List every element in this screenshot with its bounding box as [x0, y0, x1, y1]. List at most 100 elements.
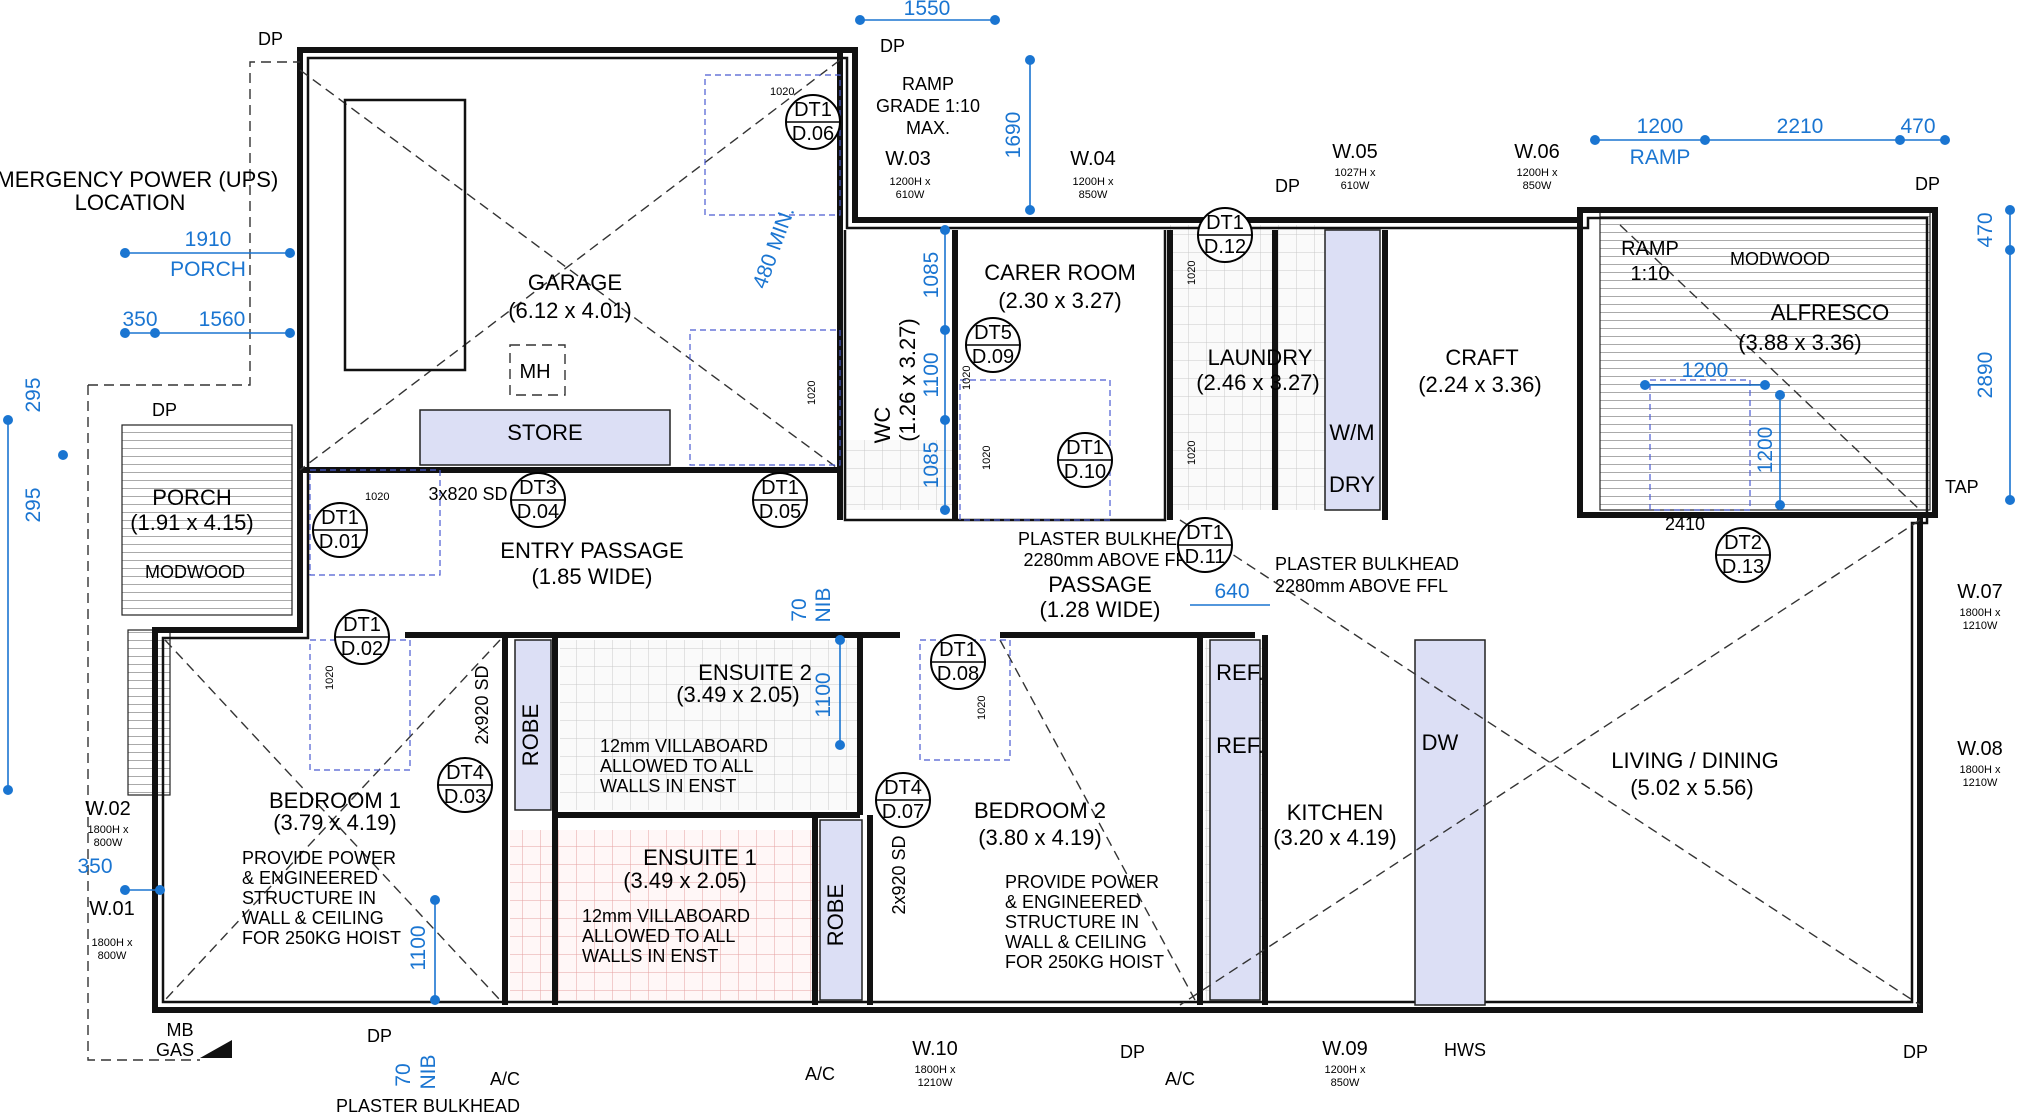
door-swing-d05 [689, 329, 841, 466]
alfresco-diagonal [1619, 224, 1921, 511]
door-width-6: 1020 [1186, 441, 1198, 465]
entry-size: (1.85 WIDE) [531, 564, 652, 589]
tap-label: TAP [1945, 477, 1979, 497]
bulkhead1-line-2: 2280mm ABOVE FFL [1023, 550, 1196, 570]
alfresco-size: (3.88 x 3.36) [1738, 330, 1862, 355]
door-width-2: 1020 [1186, 261, 1198, 285]
door-tag-d03-code: DT4 [446, 762, 484, 784]
bed1-diagonal [164, 639, 501, 1001]
door-tag-d05-code: DT1 [761, 477, 799, 499]
door-swing-d02 [309, 639, 411, 771]
window-w02: W.02 1800H x 800W [85, 798, 131, 849]
robe1-label: ROBE [518, 704, 543, 766]
mb-label: MB [167, 1020, 194, 1040]
porch-size: (1.91 x 4.15) [130, 510, 254, 535]
window-w05: W.05 1027H x 610W [1332, 141, 1378, 192]
window-w08-spec-1: 1800H x [1960, 764, 2001, 776]
carer-name: CARER ROOM [984, 260, 1136, 285]
window-w10: W.10 1800H x 1210W [912, 1038, 958, 1089]
door-tag-d10: DT1 D.10 [1057, 432, 1113, 488]
window-w09-spec-1: 1200H x [1325, 1064, 1366, 1076]
ensuite2-note-2: ALLOWED TO ALL [600, 756, 753, 776]
window-w06-spec-1: 1200H x [1517, 167, 1558, 179]
ref-label-2: REF. [1216, 733, 1264, 758]
window-w05-id: W.05 [1332, 141, 1378, 163]
door-tag-d13: DT2 D.13 [1715, 527, 1771, 583]
window-w03-spec-1: 1200H x [890, 176, 931, 188]
porch-deck [121, 424, 293, 616]
living-diagonal [1179, 519, 1921, 1006]
bedroom2-note-5: FOR 250KG HOIST [1005, 952, 1164, 972]
bedroom1-note-1: PROVIDE POWER [242, 848, 396, 868]
window-w09-spec-2: 850W [1331, 1077, 1360, 1089]
door-tag-d09-ref: D.09 [972, 346, 1014, 368]
dim-1560: 1560 [199, 308, 246, 331]
living-name: LIVING / DINING [1611, 748, 1778, 773]
door-tag-d04: DT3 D.04 [510, 472, 566, 528]
door-width-4: 1020 [961, 366, 973, 390]
window-w08: W.08 1800H x 1210W [1957, 738, 2003, 789]
alfresco-ramp-1: RAMP [1621, 238, 1679, 260]
dim-70-a: 70 [788, 598, 811, 621]
dim-nib-b: NIB [417, 1054, 440, 1089]
ensuite2-tiles [560, 640, 860, 810]
window-w06: W.06 1200H x 850W [1514, 141, 1560, 192]
dp-label-1: DP [258, 29, 283, 49]
door-tag-d01: DT1 D.01 [312, 502, 368, 558]
bulkhead3: PLASTER BULKHEAD [336, 1096, 520, 1112]
ensuite1-name: ENSUITE 1 [643, 845, 757, 870]
door-tag-d07-code: DT4 [884, 777, 922, 799]
bedroom2-size: (3.80 x 4.19) [978, 825, 1102, 850]
alfresco-opening [1649, 379, 1751, 511]
ac-label-2: A/C [805, 1064, 835, 1084]
window-w10-spec-1: 1800H x [915, 1064, 956, 1076]
hws-label: HWS [1444, 1040, 1486, 1060]
window-w07-spec-2: 1210W [1963, 620, 1998, 632]
dp-label-4: DP [1915, 174, 1940, 194]
window-w01-spec-1: 1800H x [92, 937, 133, 949]
dim-1085-b: 1085 [920, 442, 943, 489]
dim-70-b: 70 [392, 1063, 415, 1086]
window-w03-id: W.03 [885, 148, 931, 170]
door-swing-d10 [959, 379, 1111, 521]
ensuite1-note-1: 12mm VILLABOARD [582, 906, 750, 926]
ac-label-3: A/C [1165, 1069, 1195, 1089]
garage-name: GARAGE [528, 270, 622, 295]
door-tag-d02-code: DT1 [343, 614, 381, 636]
wc-size: (1.26 x 3.27) [895, 318, 920, 442]
ramp-grade-1: RAMP [902, 74, 954, 94]
door-tag-d11-code: DT1 [1186, 522, 1224, 544]
door-tag-d11-ref: D.11 [1185, 546, 1226, 568]
door-tag-d08: DT1 D.08 [930, 634, 986, 690]
dp-label-8: DP [1903, 1042, 1928, 1062]
garage-diagonal [299, 59, 841, 471]
wm-label: W/M [1329, 420, 1374, 445]
dim-640: 640 [1214, 580, 1249, 603]
window-w10-id: W.10 [912, 1038, 958, 1060]
dim-2210: 2210 [1777, 115, 1824, 138]
dim-1200-alf: 1200 [1682, 359, 1729, 382]
ensuite2-note-3: WALLS IN ENST [600, 776, 736, 796]
kitchen-name: KITCHEN [1287, 800, 1384, 825]
door-swing-d06 [704, 74, 841, 216]
laundry-bench-box [1324, 229, 1381, 511]
dim-470-top: 470 [1900, 115, 1935, 138]
dim-1690: 1690 [1002, 112, 1025, 159]
door-tag-d06-code: DT1 [794, 99, 832, 121]
door-tag-d05-ref: D.05 [759, 501, 801, 523]
door-width-3: 1020 [806, 381, 818, 405]
door-width-5: 1020 [981, 446, 993, 470]
dim-1085-a: 1085 [920, 252, 943, 299]
door-tag-d12-ref: D.12 [1204, 236, 1246, 258]
dim-470-side: 470 [1974, 212, 1997, 247]
garage-size: (6.12 x 4.01) [508, 298, 632, 323]
door-tag-d12-code: DT1 [1206, 212, 1244, 234]
door-tag-d01-code: DT1 [321, 507, 359, 529]
door-width-9: 1020 [976, 696, 988, 720]
passage-name: PASSAGE [1048, 572, 1152, 597]
alfresco-ramp-2: 1:10 [1631, 263, 1670, 285]
dry-label: DRY [1329, 472, 1375, 497]
bedroom1-name: BEDROOM 1 [269, 788, 401, 813]
door-width-8: 1020 [324, 666, 336, 690]
